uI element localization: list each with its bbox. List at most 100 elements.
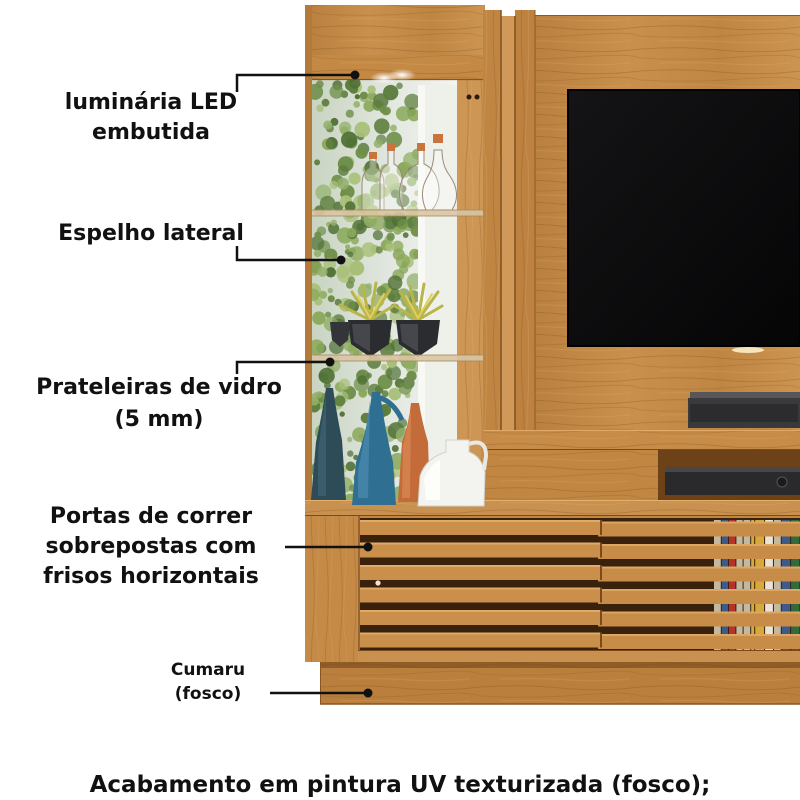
- book-spine: [751, 520, 755, 650]
- foliage-leaf: [395, 106, 411, 122]
- door-slat-highlight: [360, 542, 602, 545]
- foliage-leaf: [338, 378, 351, 390]
- foliage-leaf: [359, 91, 368, 100]
- callout-label-side-mirror: Espelho lateral: [0, 219, 302, 249]
- foliage-leaf: [414, 190, 418, 197]
- door-slat-highlight: [598, 544, 800, 546]
- foliage-leaf: [373, 139, 383, 149]
- callout-dot-mirror: [336, 255, 346, 265]
- foliage-leaf: [315, 391, 323, 399]
- foliage-leaf: [381, 363, 388, 371]
- foliage-leaf: [398, 381, 412, 395]
- door-slat: [360, 632, 602, 648]
- glass-bottles: [361, 134, 457, 211]
- foliage-leaf: [405, 359, 418, 374]
- lower-cabinet: [305, 500, 800, 662]
- book-spine: [736, 520, 743, 650]
- foliage-leaf: [312, 83, 324, 100]
- foliage-leaf: [390, 124, 397, 132]
- foliage-leaf: [385, 242, 395, 252]
- callout-led-line-2: embutida: [92, 120, 210, 145]
- callout-doors-line-1: Portas de correr: [49, 504, 253, 529]
- foliage-leaf: [346, 227, 357, 238]
- door-slat-highlight: [598, 589, 800, 591]
- foliage-leaf: [380, 164, 390, 174]
- foliage-leaf: [409, 248, 418, 260]
- book-spine: [729, 520, 736, 650]
- door-slat-highlight: [360, 632, 602, 635]
- rack-shelf: [483, 430, 800, 450]
- foliage-leaf: [329, 84, 344, 99]
- foliage-leaf: [317, 266, 328, 277]
- callout-finish-line-2: (fosco): [174, 684, 242, 704]
- finish-description-footer: Acabamento em pintura UV texturizada (fo…: [89, 772, 711, 798]
- foliage-leaf: [329, 180, 339, 190]
- foliage-leaf: [363, 100, 376, 112]
- callout-line-led: [235, 73, 355, 92]
- foliage-leaf: [312, 236, 325, 251]
- foliage-leaf: [373, 93, 389, 109]
- foliage-leaf: [337, 177, 349, 190]
- foliage-leaf: [347, 276, 356, 284]
- book-spine: [791, 520, 800, 650]
- decorative-vases: [311, 388, 489, 507]
- door-slat: [598, 544, 800, 559]
- callout-line-mirror: [235, 246, 341, 262]
- foliage-leaf: [328, 223, 340, 235]
- tv-light-glow: [732, 347, 764, 353]
- receiver-knob: [776, 476, 788, 488]
- callout-doors-line-2: sobrepostas com: [45, 534, 257, 559]
- foliage-leaf: [338, 121, 352, 134]
- foliage-leaf: [364, 160, 380, 175]
- foliage-leaf: [345, 461, 356, 472]
- foliage-leaf: [355, 146, 368, 159]
- door-edge-shadow: [600, 542, 602, 558]
- foliage-leaf: [330, 219, 337, 226]
- callout-label-finish-color: Cumaru (fosco): [108, 658, 308, 706]
- foliage-leaf: [313, 249, 322, 258]
- foliage-leaf: [404, 93, 418, 110]
- foliage-leaf: [386, 131, 403, 148]
- door-slat: [598, 566, 800, 582]
- door-handle: [375, 580, 381, 586]
- foliage-leaf: [321, 98, 330, 107]
- foliage-leaf: [411, 148, 418, 160]
- foliage-leaf: [401, 261, 408, 268]
- potted-plants: [330, 281, 444, 357]
- tower-left-edge: [305, 5, 312, 505]
- foliage-leaf: [384, 173, 399, 188]
- foliage-leaf: [347, 251, 354, 258]
- door-slat: [598, 611, 800, 627]
- foliage-leaf: [365, 283, 372, 290]
- foliage-leaf: [343, 493, 356, 502]
- plant-pot-small: [330, 322, 350, 347]
- foliage-leaf: [347, 436, 353, 443]
- door-slat: [598, 521, 800, 537]
- book-spine: [714, 520, 721, 650]
- foliage-leaf: [312, 288, 320, 302]
- foliage-leaf: [314, 231, 322, 239]
- book-spine: [721, 520, 728, 650]
- shelf-pin: [466, 94, 472, 100]
- foliage-leaf: [312, 396, 319, 406]
- book-spine: [755, 520, 765, 650]
- foliage-leaf: [352, 427, 367, 442]
- foliage-leaf: [410, 225, 418, 237]
- foliage-leaf: [373, 177, 380, 183]
- book-spine: [781, 520, 791, 650]
- callout-label-led-lighting: luminária LED embutida: [0, 88, 302, 148]
- foliage-leaf: [357, 375, 368, 385]
- foliage-leaf: [388, 387, 402, 401]
- foliage-leaf: [354, 121, 371, 138]
- foliage-leaf: [406, 370, 417, 382]
- callout-mirror-line-1: Espelho lateral: [58, 221, 244, 246]
- foliage-leaf: [330, 117, 339, 126]
- book-spine: [773, 520, 781, 650]
- foliage-leaf: [338, 165, 349, 176]
- foliage-leaf: [334, 395, 346, 407]
- foliage-leaf: [371, 190, 377, 197]
- door-slat: [360, 565, 602, 580]
- rack-middle: [483, 450, 800, 502]
- callout-led-line-1: luminária LED: [64, 90, 238, 115]
